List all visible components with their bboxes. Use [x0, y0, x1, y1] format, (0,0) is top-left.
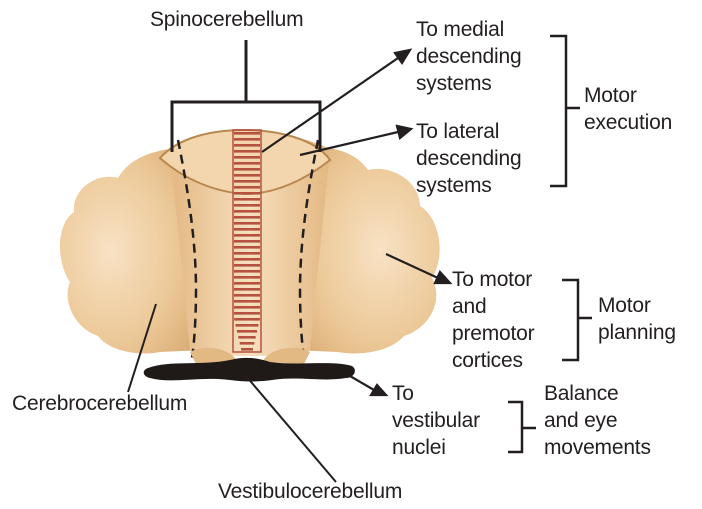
vermis-stripe: [234, 162, 260, 165]
vermis-stripe: [234, 318, 260, 321]
vermis-stripe: [234, 240, 260, 243]
label-spinocerebellum: Spinocerebellum: [150, 6, 303, 33]
label-line: To lateral: [416, 118, 521, 145]
vermis-stripe: [234, 252, 260, 255]
vermis-stripe: [234, 282, 260, 285]
vermis-stripe: [234, 180, 260, 183]
motor-execution-bracket: [550, 36, 580, 186]
label-line: To: [392, 380, 480, 407]
vermis-stripe: [234, 144, 260, 147]
vermis-stripe: [240, 342, 255, 345]
vermis-stripe: [234, 132, 260, 135]
label-line: Motor: [584, 82, 672, 109]
balance-bracket: [508, 402, 536, 452]
vermis-stripe: [234, 246, 260, 249]
label-line: cortices: [452, 347, 534, 374]
label-line: descending: [416, 43, 521, 70]
label-line: Balance: [544, 380, 651, 407]
vermis-stripe: [234, 288, 260, 291]
flocculonodular-lobe: [144, 358, 355, 382]
vermis-stripe: [234, 294, 260, 297]
vermis-stripe: [234, 138, 260, 141]
label-line: Motor: [598, 292, 676, 319]
arrow-medial-head: [395, 50, 410, 63]
vermis-stripe: [234, 210, 260, 213]
label-motor-execution: Motor execution: [584, 82, 672, 136]
vermis-stripe: [234, 264, 260, 267]
vermis-stripe: [234, 276, 260, 279]
motor-planning-bracket: [562, 280, 592, 360]
vermis-stripe: [234, 228, 260, 231]
label-line: vestibular: [392, 407, 480, 434]
label-line: planning: [598, 319, 676, 346]
arrow-vestibular-head: [371, 385, 386, 395]
vermis-stripe: [234, 156, 260, 159]
label-line: and: [452, 293, 534, 320]
vermis-stripe: [238, 336, 255, 339]
vermis-stripe: [234, 312, 260, 315]
label-to-vestibular: To vestibular nuclei: [392, 380, 480, 461]
label-cerebrocerebellum: Cerebrocerebellum: [12, 390, 187, 417]
vermis-stripe: [234, 270, 260, 273]
label-line: To motor: [452, 266, 534, 293]
label-line: execution: [584, 109, 672, 136]
vermis-stripe: [234, 216, 260, 219]
vermis-stripe: [237, 330, 257, 333]
vermis-stripe: [234, 150, 260, 153]
vermis-stripe: [234, 174, 260, 177]
label-vestibulocerebellum: Vestibulocerebellum: [218, 478, 402, 505]
leader-vestibulocerebellum: [246, 376, 336, 482]
vermis-stripe: [234, 300, 260, 303]
arrow-vestibular: [350, 376, 374, 390]
label-motor-planning: Motor planning: [598, 292, 676, 346]
label-line: systems: [416, 172, 521, 199]
label-line: To medial: [416, 16, 521, 43]
label-balance: Balance and eye movements: [544, 380, 651, 461]
label-to-motor: To motor and premotor cortices: [452, 266, 534, 374]
vermis-stripe: [234, 204, 260, 207]
label-line: descending: [416, 145, 521, 172]
vermis-stripe: [234, 198, 260, 201]
arrow-motor-head: [435, 272, 450, 283]
label-medial-descending: To medial descending systems: [416, 16, 521, 97]
vermis-stripe: [234, 306, 260, 309]
vermis-stripe: [236, 324, 259, 327]
label-line: nuclei: [392, 434, 480, 461]
vermis-stripe: [241, 348, 253, 351]
label-line: systems: [416, 70, 521, 97]
label-line: and eye: [544, 407, 651, 434]
vermis-stripe: [234, 186, 260, 189]
vermis-stripe: [234, 222, 260, 225]
vermis-stripe: [234, 168, 260, 171]
vermis-stripes: [233, 130, 261, 352]
label-lateral-descending: To lateral descending systems: [416, 118, 521, 199]
label-line: movements: [544, 434, 651, 461]
label-line: premotor: [452, 320, 534, 347]
vermis-stripe: [234, 258, 260, 261]
vermis-stripe: [234, 234, 260, 237]
vermis-stripe: [234, 192, 260, 195]
arrow-lateral-head: [397, 126, 411, 138]
